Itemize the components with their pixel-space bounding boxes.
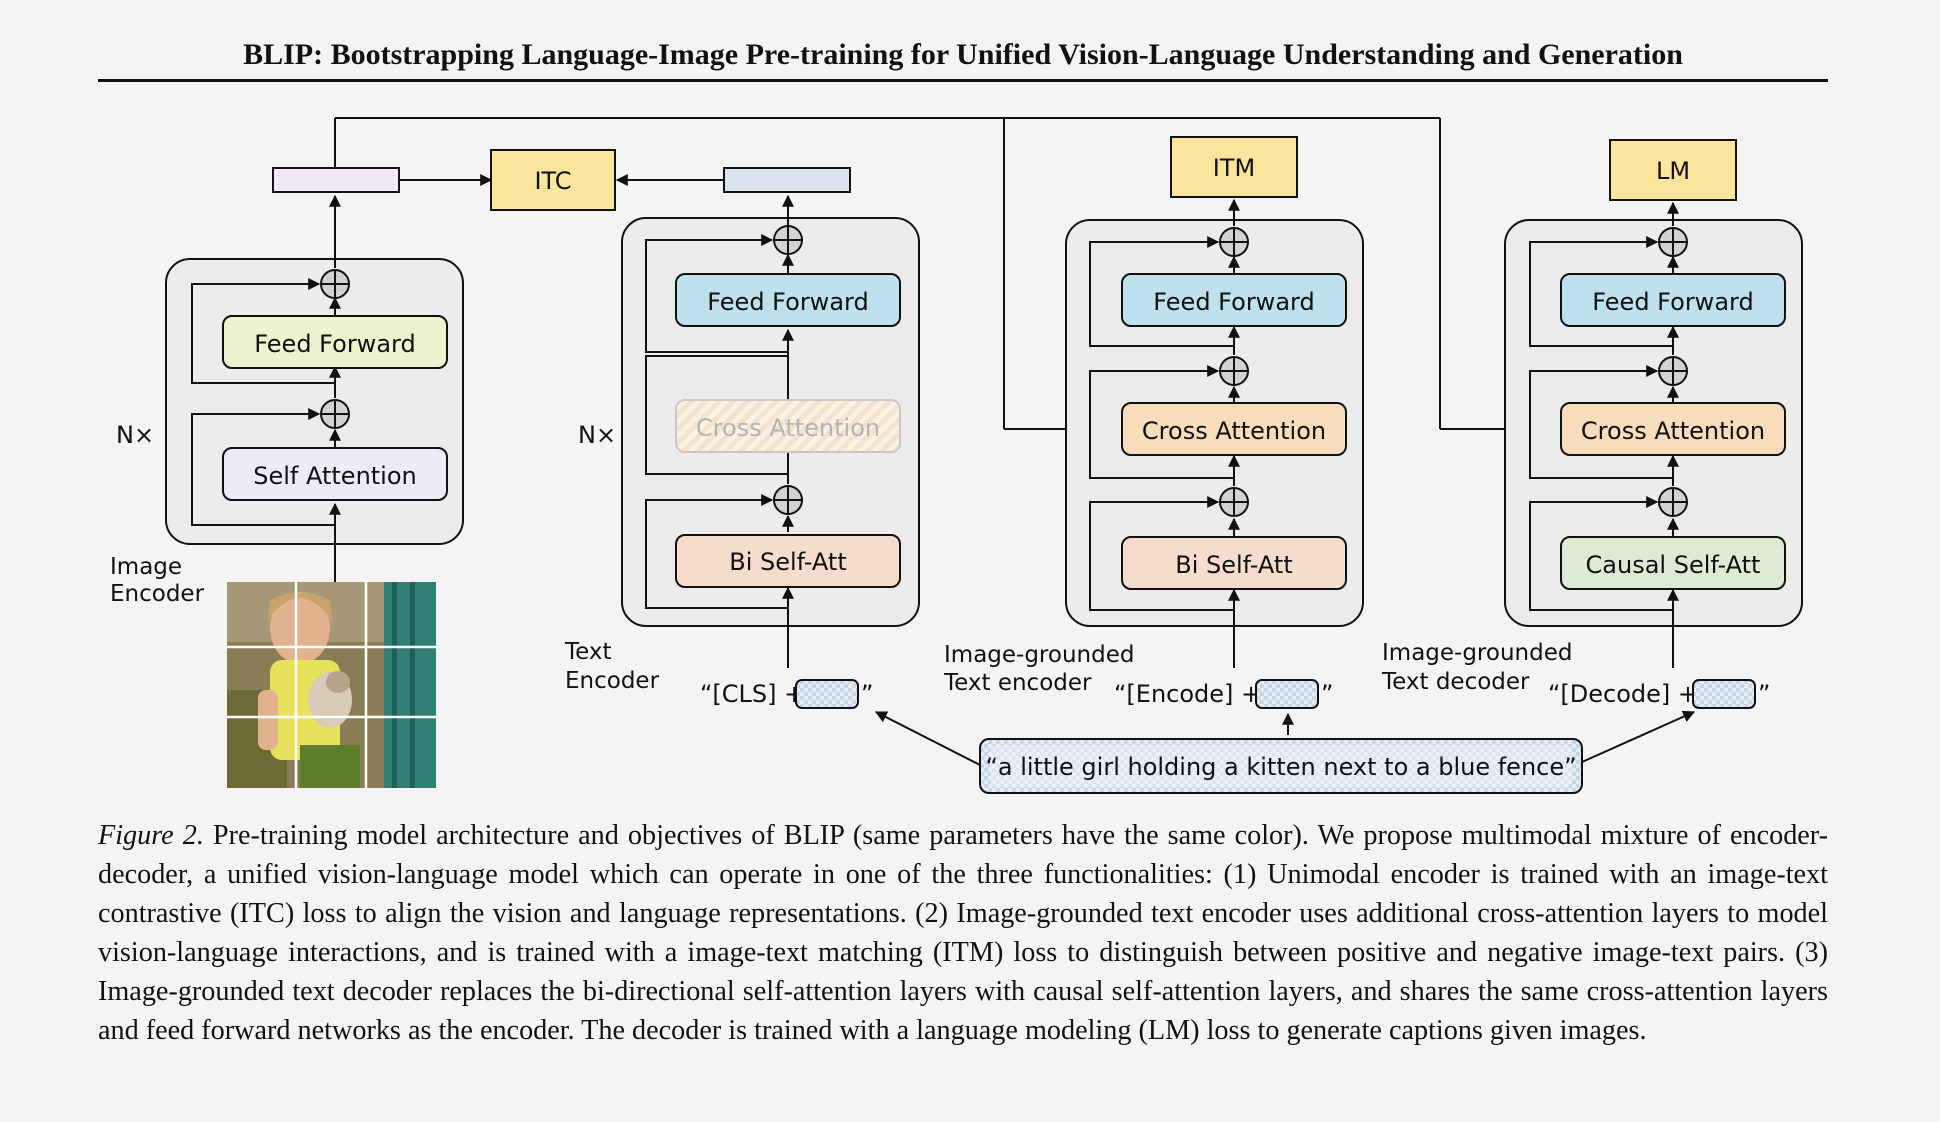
image-encoder-repeat-label: N× (116, 421, 154, 449)
grounded-decoder-input-prefix: “[Decode] + (1548, 680, 1698, 708)
image-residual-add-icon (320, 399, 350, 429)
paper-title: BLIP: Bootstrapping Language-Image Pre-t… (243, 38, 1683, 71)
lm-block (1609, 139, 1737, 201)
grounded-encoder-input-suffix: ” (1321, 680, 1333, 708)
architecture-diagram: Feed Forward Self Attention N× Image Enc… (110, 117, 1803, 794)
grounded-encoder-add-icon (1219, 487, 1249, 517)
grounded-encoder-label-line1: Image-grounded (944, 642, 1134, 668)
text-residual-add-icon (773, 485, 803, 515)
encode-token-placeholder (1255, 679, 1319, 709)
image-encoder: Feed Forward Self Attention N× Image Enc… (110, 167, 493, 607)
grounded-decoder-feed-forward-block (1560, 273, 1786, 327)
itc-label: ITC (534, 167, 571, 195)
image-feature-vector (272, 167, 400, 193)
itc-block (490, 149, 616, 211)
itm-label: ITM (1213, 154, 1255, 182)
text-encoder-input-suffix: ” (861, 680, 873, 708)
image-residual-add-icon (320, 269, 350, 299)
image-encoder-frame (165, 258, 464, 545)
image-self-attention-block (222, 447, 448, 501)
image-grounded-text-decoder: LM Feed Forward Cross Attention Caus (1381, 139, 1803, 709)
text-encoder-label-line1: Text (564, 639, 612, 665)
grounded-encoder-add-icon (1219, 227, 1249, 257)
text-encoder: Feed Forward Cross Attention Bi Self-Att… (564, 167, 920, 709)
image-feature-routing (334, 117, 1561, 435)
grounded-decoder-add-icon (1658, 227, 1688, 257)
text-encoder-input-prefix: “[CLS] + (700, 680, 804, 708)
text-feed-forward-block (675, 273, 901, 327)
grounded-decoder-add-icon (1658, 487, 1688, 517)
figure-caption: Figure 2. Pre-training model architectur… (98, 816, 1828, 1050)
image-encoder-label-line1: Image (110, 554, 182, 580)
grounded-encoder-bi-self-att-label: Bi Self-Att (1175, 551, 1293, 579)
input-image-girl-with-kitten (227, 582, 436, 788)
text-bi-self-att-block (675, 534, 901, 588)
text-cross-attention-label: Cross Attention (696, 414, 880, 442)
grounded-encoder-add-icon (1219, 356, 1249, 386)
grounded-decoder-causal-self-att-block (1560, 536, 1786, 590)
grounded-decoder-label-line1: Image-grounded (1382, 640, 1572, 666)
figure-label: Figure 2. (98, 820, 204, 851)
text-encoder-label-line2: Encoder (565, 668, 660, 694)
caption-input-text: “a little girl holding a kitten next to … (985, 753, 1576, 781)
image-feed-forward-label: Feed Forward (254, 330, 415, 358)
text-encoder-repeat-label: N× (578, 421, 616, 449)
text-feed-forward-label: Feed Forward (707, 288, 868, 316)
image-encoder-label-line2: Encoder (110, 581, 205, 607)
text-residual-add-icon (773, 225, 803, 255)
figure-caption-text: Pre-training model architecture and obje… (98, 820, 1829, 1046)
grounded-encoder-feed-forward-label: Feed Forward (1153, 288, 1314, 316)
decode-token-placeholder (1692, 679, 1756, 709)
lm-label: LM (1656, 157, 1690, 185)
grounded-decoder-causal-self-att-label: Causal Self-Att (1586, 551, 1761, 579)
grounded-decoder-add-icon (1658, 356, 1688, 386)
text-cross-attention-block-disabled (675, 399, 901, 453)
text-feature-vector (723, 167, 851, 193)
image-self-attention-label: Self Attention (253, 462, 417, 490)
itc-head: ITC (490, 149, 616, 211)
grounded-encoder-bi-self-att-block (1121, 536, 1347, 590)
image-feed-forward-block (222, 315, 448, 369)
text-bi-self-att-label: Bi Self-Att (729, 548, 847, 576)
grounded-encoder-cross-attention-label: Cross Attention (1142, 417, 1326, 445)
grounded-encoder-input-prefix: “[Encode] + (1114, 680, 1261, 708)
grounded-decoder-feed-forward-label: Feed Forward (1592, 288, 1753, 316)
itm-block (1170, 136, 1298, 198)
caption-input: “a little girl holding a kitten next to … (874, 710, 1696, 794)
grounded-encoder-cross-attention-block (1121, 402, 1347, 456)
image-grounded-text-encoder: ITM Feed Forward Cross Attention Bi (943, 136, 1364, 709)
title-rule (98, 79, 1828, 82)
grounded-decoder-cross-attention-block (1560, 402, 1786, 456)
grounded-decoder-label-line2: Text decoder (1381, 669, 1530, 695)
grounded-encoder-label-line2: Text encoder (943, 670, 1092, 696)
grounded-encoder-feed-forward-block (1121, 273, 1347, 327)
grounded-decoder-cross-attention-label: Cross Attention (1581, 417, 1765, 445)
text-token-placeholder (795, 679, 859, 709)
grounded-decoder-input-suffix: ” (1758, 680, 1770, 708)
